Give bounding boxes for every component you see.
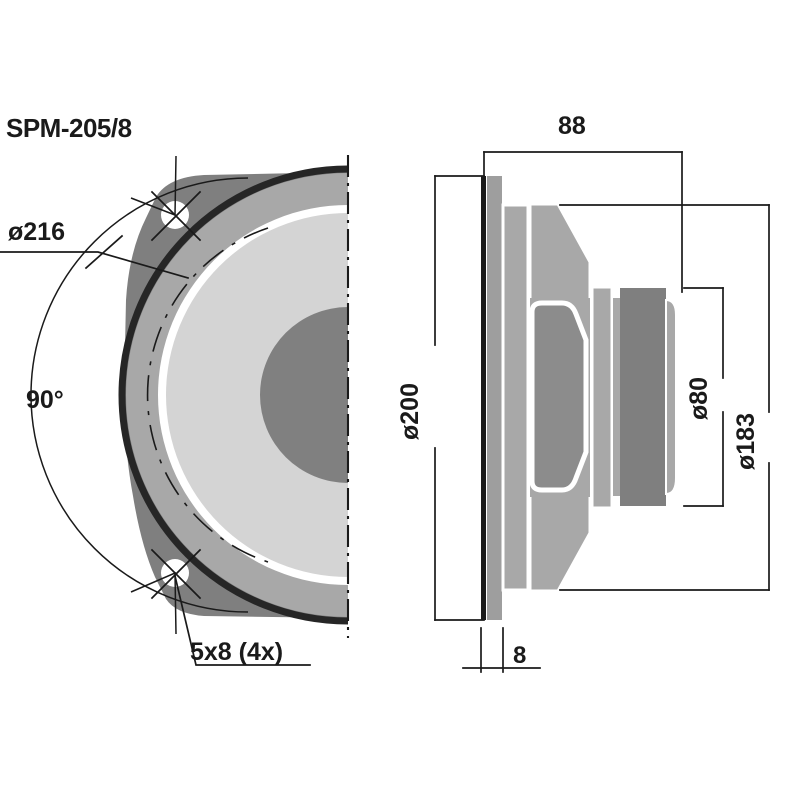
speaker-cone bbox=[166, 213, 348, 577]
mounting-hole-bottom-cross-2 bbox=[150, 548, 202, 600]
dimension-flange-thickness: 8 bbox=[462, 627, 541, 673]
frame-opening-outline bbox=[118, 165, 348, 625]
basket-lower-taper bbox=[528, 493, 592, 593]
label-magnet-diameter: ø80 bbox=[685, 377, 713, 420]
label-bolt-circle: ø216 bbox=[8, 218, 65, 246]
dimension-magnet-diameter: ø80 bbox=[683, 287, 724, 507]
mounting-hole-top-cross-2 bbox=[150, 190, 202, 242]
basket-upper-taper bbox=[528, 202, 592, 302]
dimension-overall-depth: 88 bbox=[483, 112, 683, 293]
label-overall-depth: 88 bbox=[558, 112, 586, 140]
magnet-front-plate bbox=[665, 298, 677, 496]
bolt-circle-leader bbox=[0, 251, 190, 280]
basket-rim bbox=[501, 203, 530, 592]
label-flange-thickness: 8 bbox=[513, 642, 526, 669]
label-outer-diameter: ø200 bbox=[396, 383, 424, 440]
angle-leg-top bbox=[130, 155, 177, 217]
bolt-circle-arc-tick bbox=[84, 234, 124, 270]
dust-cap bbox=[260, 307, 348, 483]
page-title: SPM-205/8 bbox=[6, 113, 132, 143]
label-mounting-angle: 90° bbox=[26, 386, 64, 414]
front-view-body bbox=[118, 165, 348, 625]
side-view-group: 88 ø200 ø80 bbox=[396, 112, 770, 673]
angle-leg-bottom bbox=[130, 571, 177, 635]
dimension-basket-diameter: ø183 bbox=[559, 204, 770, 591]
mounting-hole-leader bbox=[173, 574, 311, 666]
label-mounting-hole: 5x8 (4x) bbox=[190, 638, 283, 666]
dimension-outer-diameter: ø200 bbox=[396, 175, 485, 621]
front-gasket bbox=[481, 176, 486, 620]
label-basket-diameter: ø183 bbox=[732, 413, 760, 470]
bolt-circle-arc bbox=[30, 177, 249, 613]
mounting-flange bbox=[487, 176, 502, 620]
basket-window bbox=[529, 300, 589, 493]
front-view-group: ø216 90° 5x8 (4x) bbox=[0, 155, 350, 666]
magnet-body bbox=[620, 288, 666, 506]
angle-reference-arc bbox=[146, 227, 269, 563]
basket-step bbox=[590, 285, 614, 510]
